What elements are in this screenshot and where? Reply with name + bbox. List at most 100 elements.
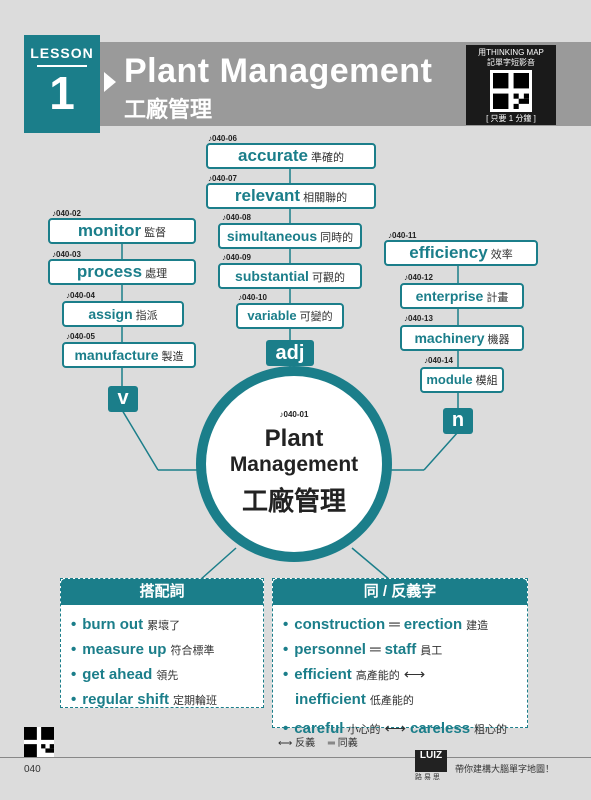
footer-tagline: 帶你建構大腦單字地圖！ xyxy=(455,764,555,774)
syn-zh: 建造 xyxy=(466,620,489,632)
word-zh: 機器 xyxy=(487,334,510,346)
publisher-name: 路 易 思 xyxy=(415,774,440,781)
ant-zh-a: 高產能的 xyxy=(355,670,400,682)
video-qr-box[interactable]: 用THINKING MAP 記單字短影音 [ 只要 1 分鐘 ] xyxy=(466,45,556,125)
syn-word-b: erection xyxy=(403,616,463,633)
ant-word-a: careful xyxy=(294,720,344,737)
colloc-zh: 符合標準 xyxy=(170,645,215,657)
center-title-line1: Plant xyxy=(264,425,324,452)
ant-word-b: careless xyxy=(409,720,471,737)
synonyms-title: 同 / 反義字 xyxy=(273,579,527,605)
ant-word-b: inefficient xyxy=(295,691,366,708)
antonym-icon: ⟷ xyxy=(403,666,426,683)
ant-zh-b: 粗心的 xyxy=(474,724,508,736)
word-zh: 可變的 xyxy=(299,311,333,323)
qr-caption-2: 記單字短影音 xyxy=(487,58,535,67)
qr-caption-3: [ 只要 1 分鐘 ] xyxy=(486,114,536,123)
qr-caption-1: 用THINKING MAP xyxy=(478,48,544,57)
antonym-icon: ⟷ xyxy=(384,720,406,737)
word-zh: 效率 xyxy=(490,249,513,261)
track-label: ♪040-06 xyxy=(208,134,237,143)
colloc-en: burn out xyxy=(82,616,144,633)
word-en: enterprise xyxy=(415,288,484,304)
word-zh: 可觀的 xyxy=(311,272,345,284)
footer-rule xyxy=(0,757,591,758)
ant-zh-b: 低產能的 xyxy=(369,695,414,707)
word-en: efficiency xyxy=(409,243,488,262)
colloc-en: regular shift xyxy=(82,691,169,708)
word-en: process xyxy=(76,262,143,281)
word-en: substantial xyxy=(235,268,309,284)
track-label: ♪040-03 xyxy=(52,250,81,259)
page-title-zh: 工廠管理 xyxy=(124,97,213,122)
colloc-zh: 累壞了 xyxy=(147,620,181,632)
syn-word-b: staff xyxy=(384,641,417,658)
track-label: ♪040-04 xyxy=(66,291,95,300)
track-label: ♪040-10 xyxy=(238,293,267,302)
syn-word-a: construction xyxy=(294,616,386,633)
center-title-line2: Management xyxy=(229,453,359,476)
track-label: ♪040-11 xyxy=(388,231,417,240)
word-en: monitor xyxy=(77,221,142,240)
pos-badge-v: v xyxy=(108,386,138,412)
track-label: ♪040-02 xyxy=(52,209,81,218)
word-zh: 相關聯的 xyxy=(303,192,348,204)
word-zh: 模組 xyxy=(475,375,498,387)
logo-text: LUIZ xyxy=(419,750,443,761)
track-label: ♪040-13 xyxy=(404,314,433,323)
legend: ⟷ 反義 ═ 同義 xyxy=(278,734,358,749)
pos-badge-n: n xyxy=(443,408,473,434)
center-title-zh: 工廠管理 xyxy=(241,486,346,516)
colloc-en: get ahead xyxy=(82,666,153,683)
syn-word-a: personnel xyxy=(294,641,366,658)
page-number: 040 xyxy=(24,764,41,775)
track-label: ♪040-12 xyxy=(404,273,433,282)
word-en: simultaneous xyxy=(226,228,318,244)
page-title: Plant Management xyxy=(124,52,433,90)
legend-synonym: ═ 同義 xyxy=(327,738,358,749)
arrow-right-icon xyxy=(104,72,116,92)
word-en: assign xyxy=(88,306,133,322)
colloc-zh: 定期輪班 xyxy=(172,695,217,707)
word-zh: 指派 xyxy=(135,310,158,322)
word-zh: 計畫 xyxy=(486,292,509,304)
lesson-number: 1 xyxy=(49,67,75,119)
track-label: ♪040-01 xyxy=(279,410,309,419)
lesson-divider xyxy=(37,65,87,67)
word-en: manufacture xyxy=(74,347,159,363)
word-en: accurate xyxy=(238,146,308,165)
word-zh: 準確的 xyxy=(310,152,344,164)
word-zh: 同時的 xyxy=(320,232,354,244)
synonym-icon: ═ xyxy=(369,641,381,658)
word-zh: 監督 xyxy=(144,227,167,239)
lesson-tab: LESSON 1 xyxy=(24,35,100,133)
ant-word-a: efficient xyxy=(294,666,352,683)
word-zh: 製造 xyxy=(161,351,184,363)
page-qr-code-icon[interactable] xyxy=(24,727,54,757)
colloc-en: measure up xyxy=(82,641,167,658)
legend-antonym: ⟷ 反義 xyxy=(278,738,316,749)
qr-code-icon xyxy=(490,70,532,112)
publisher-logo: LUIZ xyxy=(415,750,447,772)
syn-zh: 員工 xyxy=(420,645,443,657)
